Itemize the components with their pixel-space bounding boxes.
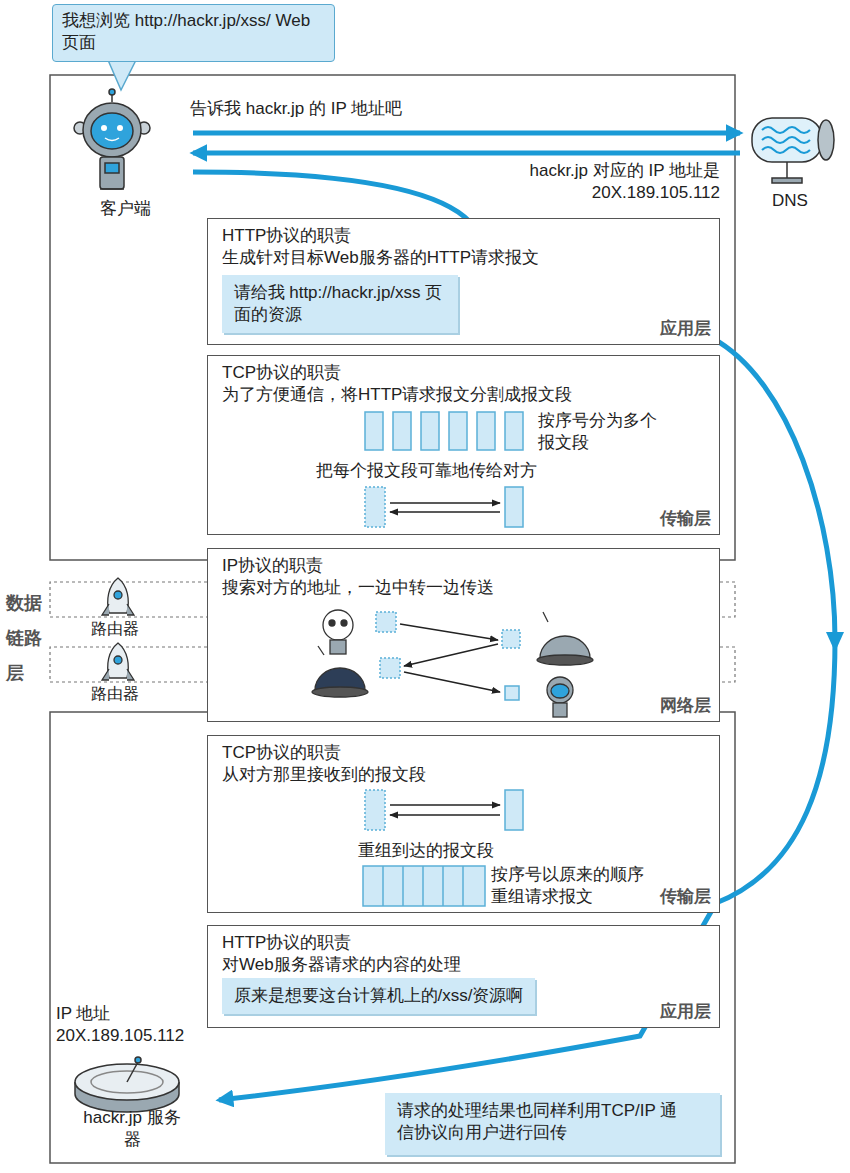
client-icon: 客户端 (60, 92, 193, 227)
bubble-tail (108, 60, 136, 90)
outer-frame (50, 75, 735, 1163)
node-text: 从对方那里接收到的报文段 (222, 764, 426, 786)
layer-name: 应用层 (660, 318, 711, 340)
layer-name: 应用层 (660, 1001, 711, 1023)
node-text: 重组到达的报文段 (358, 840, 494, 862)
layer-box: TCP协议的职责为了方便通信，将HTTP请求报文分割成报文段按序号分为多个报文段… (207, 355, 720, 535)
node-text: 按序号以原来的顺序重组请求报文 (491, 864, 646, 908)
node-text: HTTP协议的职责 (222, 932, 351, 954)
layer-name: 数据链路层 (6, 586, 42, 691)
layer-box: IP协议的职责搜索对方的地址，一边中转一边传送网络层 (207, 548, 720, 722)
node-text: IP 地址 20X.189.105.112 (56, 1003, 216, 1047)
edge-label: 告诉我 hackr.jp 的 IP 地址吧 (190, 98, 402, 120)
note-box: 请求的处理结果也同样利用TCP/IP 通信协议向用户进行回传 (385, 1093, 720, 1155)
router-label: 路由器 (91, 619, 139, 640)
layer-box: HTTP协议的职责生成针对目标Web服务器的HTTP请求报文应用层 请给我 htt… (207, 218, 720, 345)
layer-name: 传输层 (660, 508, 711, 530)
node-text: 请给我 http://hackr.jp/xss 页面的资源 (234, 282, 446, 326)
flow-arrow (193, 133, 740, 134)
dns-camera (752, 118, 834, 183)
node-text: TCP协议的职责 (222, 362, 341, 384)
node-text: DNS (740, 190, 840, 212)
node-text: 搜索对方的地址，一边中转一边传送 (222, 577, 494, 599)
server-disk (75, 1057, 179, 1112)
node-text: 对Web服务器请求的内容的处理 (222, 954, 461, 976)
node-text: 客户端 (60, 198, 190, 220)
arrow-head (826, 632, 844, 652)
speech-bubble: 我想浏览 http://hackr.jp/xss/ Web页面 (52, 4, 335, 62)
flow-line (193, 151, 740, 156)
server-icon: IP 地址 20X.189.105.112 hackr.jp 服务器 (52, 1003, 219, 1158)
flow-line (193, 131, 740, 136)
layer-box: HTTP协议的职责对Web服务器请求的内容的处理应用层 原来是想要这台计算机上的/… (207, 925, 720, 1028)
node-text: TCP协议的职责 (222, 742, 341, 764)
node-text: hackr.jp 服务器 (82, 1107, 182, 1151)
node-text: HTTP协议的职责 (222, 225, 351, 247)
node-text: 请求的处理结果也同样利用TCP/IP 通信协议向用户进行回传 (397, 1100, 687, 1144)
node-text: 我想浏览 http://hackr.jp/xss/ Web页面 (62, 10, 324, 54)
flow-arrow (193, 172, 844, 1100)
router-label: 路由器 (91, 684, 139, 705)
message-box: 请给我 http://hackr.jp/xss 页面的资源 (222, 275, 458, 333)
message-box: 原来是想要这台计算机上的/xss/资源啊 (222, 978, 536, 1014)
layer-name: 传输层 (660, 886, 711, 908)
node-text: IP协议的职责 (222, 555, 323, 577)
node-text: 为了方便通信，将HTTP请求报文分割成报文段 (222, 384, 572, 406)
flow-line (193, 172, 835, 1100)
edge-label: hackr.jp 对应的 IP 地址是 20X.189.105.112 (470, 160, 720, 204)
node-text: 按序号分为多个报文段 (538, 410, 663, 454)
layer-name: 网络层 (660, 695, 711, 717)
layer-box: TCP协议的职责从对方那里接收到的报文段重组到达的报文段按序号以原来的顺序重组请… (207, 735, 720, 913)
dns-icon: DNS (740, 110, 843, 220)
node-text: 原来是想要这台计算机上的/xss/资源啊 (234, 985, 524, 1007)
node-text: 生成针对目标Web服务器的HTTP请求报文 (222, 247, 539, 269)
client-robot (74, 89, 150, 189)
flow-arrow (193, 153, 740, 154)
node-text: 把每个报文段可靠地传给对方 (316, 460, 537, 482)
